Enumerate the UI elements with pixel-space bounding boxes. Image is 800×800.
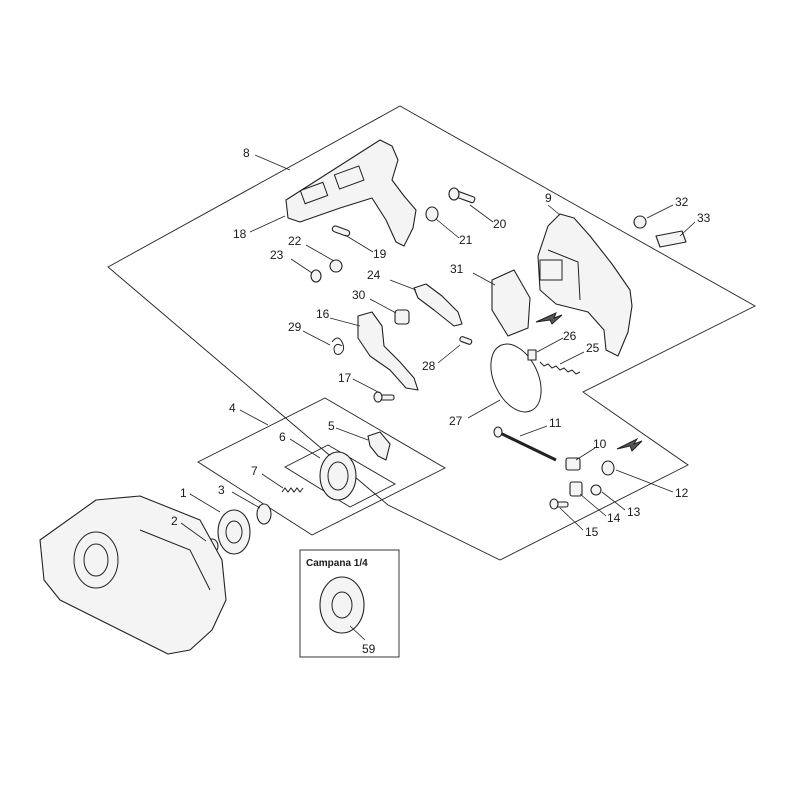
leader-lines: [180, 154, 696, 641]
callout-27: 27: [449, 414, 463, 428]
clutch-drum: [217, 509, 251, 555]
callout-3: 3: [218, 483, 225, 497]
callout-22: 22: [288, 234, 302, 248]
callout-1: 1: [180, 486, 187, 500]
callout-16: 16: [316, 307, 330, 321]
callout-23: 23: [270, 248, 284, 262]
callout-21: 21: [459, 233, 473, 247]
clip: [527, 349, 537, 361]
direction-arrow: [535, 312, 563, 325]
callout-30: 30: [352, 288, 366, 302]
nut: [329, 259, 343, 273]
nut: [601, 460, 615, 476]
clutch-spring: [281, 487, 304, 493]
callout-11: 11: [549, 416, 562, 430]
brake-spring: [539, 361, 581, 375]
callout-19: 19: [373, 247, 387, 261]
callout-8: 8: [243, 146, 250, 160]
screw: [549, 498, 569, 510]
callout-15: 15: [585, 525, 599, 539]
callout-10: 10: [593, 437, 607, 451]
frame-clutch-group: [197, 397, 446, 536]
engine-crankcase: [39, 495, 227, 655]
direction-arrow: [616, 437, 643, 452]
brake-band-lever: [357, 311, 419, 391]
brake-band: [490, 343, 542, 413]
callout-25: 25: [586, 341, 600, 355]
chain-guide-plate: [285, 139, 417, 247]
callout-4: 4: [229, 401, 236, 415]
clutch: [319, 451, 357, 501]
clutch-cover: [537, 213, 633, 357]
screw: [373, 391, 395, 403]
inset-drum-59: [319, 576, 365, 634]
guide-plate: [491, 269, 531, 337]
callout-9: 9: [545, 191, 552, 205]
label-sticker: [655, 230, 687, 248]
adjuster-bolt: [493, 426, 557, 462]
washer: [590, 484, 602, 496]
bushing: [394, 309, 410, 325]
nut: [633, 215, 647, 229]
callout-6: 6: [279, 430, 286, 444]
frame-brake-assembly: [107, 105, 756, 561]
callout-7: 7: [251, 464, 258, 478]
callout-20: 20: [493, 217, 507, 231]
callout-59: 59: [362, 642, 376, 656]
tensioner-nut: [565, 457, 581, 471]
brake-lever: [413, 283, 463, 327]
nut: [425, 206, 439, 222]
tensioner: [569, 481, 583, 497]
callout-24: 24: [367, 268, 381, 282]
pin: [331, 225, 351, 237]
inset-title: Campana 1/4: [306, 558, 368, 569]
torsion-spring: [331, 337, 345, 355]
callout-28: 28: [422, 359, 436, 373]
callout-13: 13: [627, 505, 641, 519]
callout-26: 26: [563, 329, 577, 343]
callout-29: 29: [288, 320, 302, 334]
callout-17: 17: [338, 371, 352, 385]
callout-2: 2: [171, 514, 178, 528]
frame-inset-campana: [299, 549, 400, 658]
washer: [310, 269, 322, 283]
callout-14: 14: [607, 511, 621, 525]
callout-5: 5: [328, 419, 335, 433]
callout-33: 33: [697, 211, 711, 225]
callout-31: 31: [450, 262, 464, 276]
pin: [459, 336, 473, 345]
callout-32: 32: [675, 195, 689, 209]
washer: [256, 503, 272, 525]
callout-12: 12: [675, 486, 689, 500]
callout-18: 18: [233, 227, 247, 241]
bolt: [448, 187, 476, 204]
clutch-shoe: [367, 431, 391, 461]
